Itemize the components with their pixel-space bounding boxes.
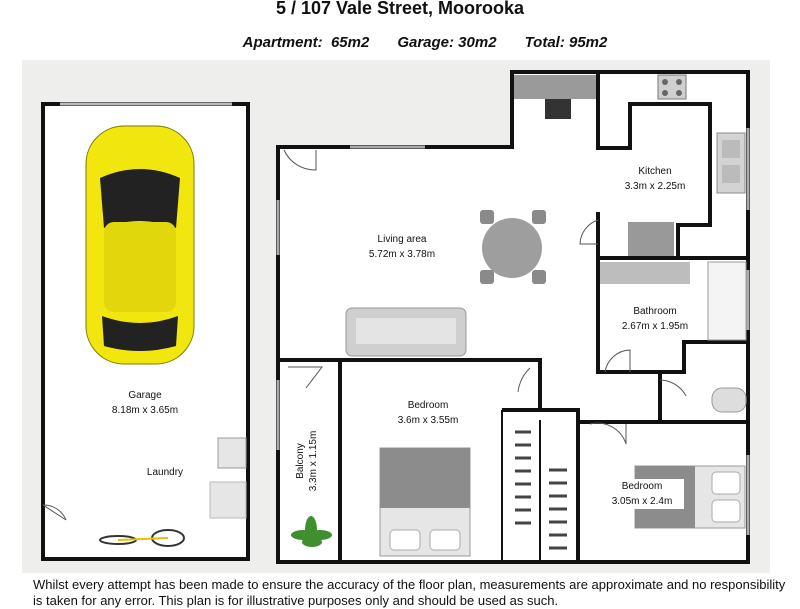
bedroom2-name: Bedroom <box>621 481 663 492</box>
kitchen-label: Kitchen 3.3m x 2.25m <box>610 164 700 194</box>
bedroom1-size: 3.6m x 3.55m <box>397 415 459 426</box>
living-name: Living area <box>377 234 427 245</box>
living-size: 5.72m x 3.78m <box>368 249 436 260</box>
total-area: Total: 95m2 <box>524 34 608 51</box>
apartment-area: Apartment: 65m2 <box>242 34 370 51</box>
plan-title: 5 / 107 Vale Street, Moorooka <box>275 0 525 18</box>
bedroom1-name: Bedroom <box>407 400 449 411</box>
bathroom-size: 2.67m x 1.95m <box>621 321 689 332</box>
apartment-floor <box>276 70 750 564</box>
balcony-name: Balcony <box>295 443 306 479</box>
laundry-tub <box>217 437 247 469</box>
garage-size: 8.18m x 3.65m <box>111 405 179 416</box>
sofa <box>345 307 467 357</box>
bedroom2-label: Bedroom 3.05m x 2.4m <box>600 479 684 509</box>
area-summary: Apartment: 65m2 Garage: 30m2 Total: 95m2 <box>0 34 800 51</box>
garage-door-swing <box>42 504 67 521</box>
balcony-label: Balcony 3.3m x 1.15m <box>294 416 320 506</box>
bicycle <box>99 529 185 547</box>
plant <box>291 516 332 547</box>
bathroom-name: Bathroom <box>633 306 677 317</box>
balcony-size: 3.3m x 1.15m <box>308 430 319 492</box>
dining-table <box>480 210 546 284</box>
car <box>85 125 195 365</box>
disclaimer-text: Whilst every attempt has been made to en… <box>33 577 786 608</box>
garage-label: Garage 8.18m x 3.65m <box>100 388 190 418</box>
garage-area: Garage: 30m2 <box>397 34 497 51</box>
bed-main <box>379 447 471 557</box>
laundry-label: Laundry <box>130 465 200 480</box>
bedroom1-label: Bedroom 3.6m x 3.55m <box>378 398 478 428</box>
laundry-name: Laundry <box>146 467 184 478</box>
wardrobe-clothes <box>515 430 567 550</box>
living-label: Living area 5.72m x 3.78m <box>352 232 452 262</box>
washing-machine <box>209 481 247 519</box>
garage-name: Garage <box>128 390 162 401</box>
bedroom2-size: 3.05m x 2.4m <box>611 496 673 507</box>
kitchen-size: 3.3m x 2.25m <box>624 181 686 192</box>
kitchen-name: Kitchen <box>638 166 672 177</box>
bathroom-label: Bathroom 2.67m x 1.95m <box>610 304 700 334</box>
